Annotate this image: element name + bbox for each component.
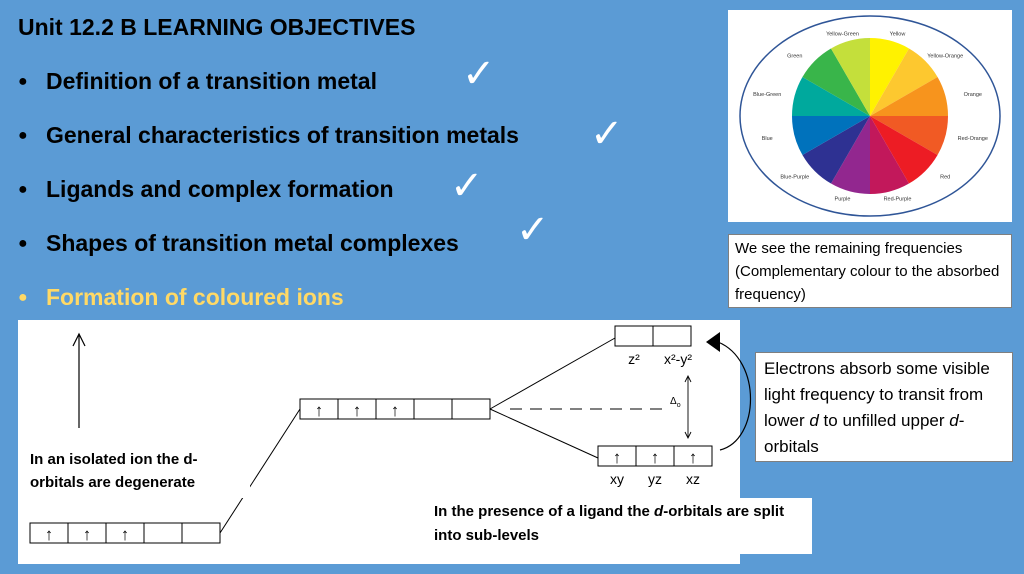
electron-arrow: ↑ [83,525,92,544]
electron-arrow: ↑ [353,401,362,420]
d-italic: d [809,411,819,430]
wheel-segment-blue-purple [802,116,870,184]
orbital-box [451,398,491,420]
orbital-box [143,522,183,544]
connector-line [219,408,301,534]
d-italic: d [654,503,664,520]
wheel-segment-green [802,48,870,117]
objective-item: ● Ligands and complex formation [18,176,394,203]
objective-label: Shapes of transition metal complexes [46,230,459,256]
wheel-segment-yellow [870,38,909,116]
electron-arrow: ↑ [121,525,130,544]
electron-note-text: to unfilled upper [818,411,950,430]
wheel-label: Purple [835,197,851,203]
wheel-label: Yellow [890,31,906,37]
ligand-split-label: In the presence of a ligand the d-orbita… [426,498,812,554]
wheel-segment-yellow-orange [870,48,938,117]
isolated-orbital-set: ↑ ↑ ↑ [29,522,221,544]
wheel-label: Blue-Green [753,92,781,98]
d-italic: d [949,411,959,430]
ligand-field-orbital-set: ↑ ↑ ↑ [299,398,491,420]
electron-arrow: ↑ [315,401,324,420]
wheel-label: Green [787,54,802,60]
wheel-segment-red-orange [870,116,948,155]
objective-item: ● Shapes of transition metal complexes [18,230,459,257]
orbital-diagram: ↑ ↑ ↑ ↑ ↑ ↑ [29,325,713,544]
electron-transition-note: Electrons absorb some visible light freq… [755,352,1013,462]
wheel-segment-blue [792,116,870,155]
objectives-title: Unit 12.2 B LEARNING OBJECTIVES [18,14,416,40]
checkmark-icon: ✓ [462,52,496,96]
orbital-box [614,325,654,347]
electron-note-text: Electrons absorb some visible light freq… [764,359,990,430]
orbital-box [673,445,713,467]
orbital-box [413,398,453,420]
objective-label: Formation of coloured ions [46,284,344,310]
orbital-label-z2: z² [628,351,640,367]
orbital-label-x2y2: x²-y² [664,351,692,367]
objective-label: General characteristics of transition me… [46,122,519,148]
colour-wheel: YellowYellow-OrangeOrangeRed-OrangeRedRe… [739,15,1001,217]
delta-symbol: Δo [670,396,681,409]
wheel-segment-red-purple [870,116,909,194]
checkmark-icon: ✓ [590,112,624,156]
splitting-arrowhead-up [684,374,692,383]
split-line-upper [489,337,616,410]
wheel-label: Yellow-Orange [927,54,963,60]
orbital-label-xz: xz [686,471,700,487]
ligand-text: In the presence of a ligand the [434,503,655,520]
wheel-label: Red [940,175,950,181]
isolated-ion-text: In an isolated ion the d-orbitals are de… [30,451,198,491]
bullet-icon: ● [18,288,28,306]
objective-item-current: ● Formation of coloured ions [18,284,344,311]
electron-arrow: ↑ [45,525,54,544]
electron-arrow: ↑ [613,448,622,467]
upper-orbital-set: z² x²-y² [614,325,692,367]
wheel-label: Orange [964,92,982,98]
objective-item: ● General characteristics of transition … [18,122,519,149]
orbital-box [652,325,692,347]
checkmark-icon: ✓ [516,208,550,252]
complementary-note-text: We see the remaining frequencies (Comple… [735,240,1000,303]
wheel-label: Yellow-Green [826,31,859,37]
wheel-label: Blue-Purple [780,175,809,181]
wheel-segment-orange [870,77,948,116]
bullet-icon: ● [18,234,28,252]
wheel-label: Red-Purple [884,197,912,203]
objective-label: Definition of a transition metal [46,68,377,94]
wheel-segment-red [870,116,938,184]
splitting-arrowhead-down [684,431,692,440]
wheel-label: Red-Orange [958,136,988,142]
energy-axis-arrowhead [72,332,86,347]
electron-arrow: ↑ [391,401,400,420]
bullet-icon: ● [18,126,28,144]
bullet-icon: ● [18,72,28,90]
electron-note-text: -orbitals [764,411,965,456]
orbital-box [181,522,221,544]
bullet-icon: ● [18,180,28,198]
excitation-arrow [706,332,751,451]
lower-orbital-set: ↑ ↑ ↑ xy yz xz [597,445,713,487]
ligand-text: -orbitals are split into sub-levels [434,503,785,544]
checkmark-icon: ✓ [450,164,484,208]
objective-label: Ligands and complex formation [46,176,394,202]
split-line-lower [489,408,599,459]
wheel-segment-purple [831,116,870,194]
wheel-segment-yellow-green [831,38,870,116]
wheel-label: Blue [762,136,773,142]
wheel-segment-blue-green [792,77,870,116]
complementary-note: We see the remaining frequencies (Comple… [728,234,1012,308]
orbital-label-xy: xy [610,471,624,487]
orbital-label-yz: yz [648,471,662,487]
objective-item: ● Definition of a transition metal [18,68,377,95]
isolated-ion-label: In an isolated ion the d-orbitals are de… [24,446,250,498]
electron-arrow: ↑ [689,448,698,467]
electron-arrow: ↑ [651,448,660,467]
